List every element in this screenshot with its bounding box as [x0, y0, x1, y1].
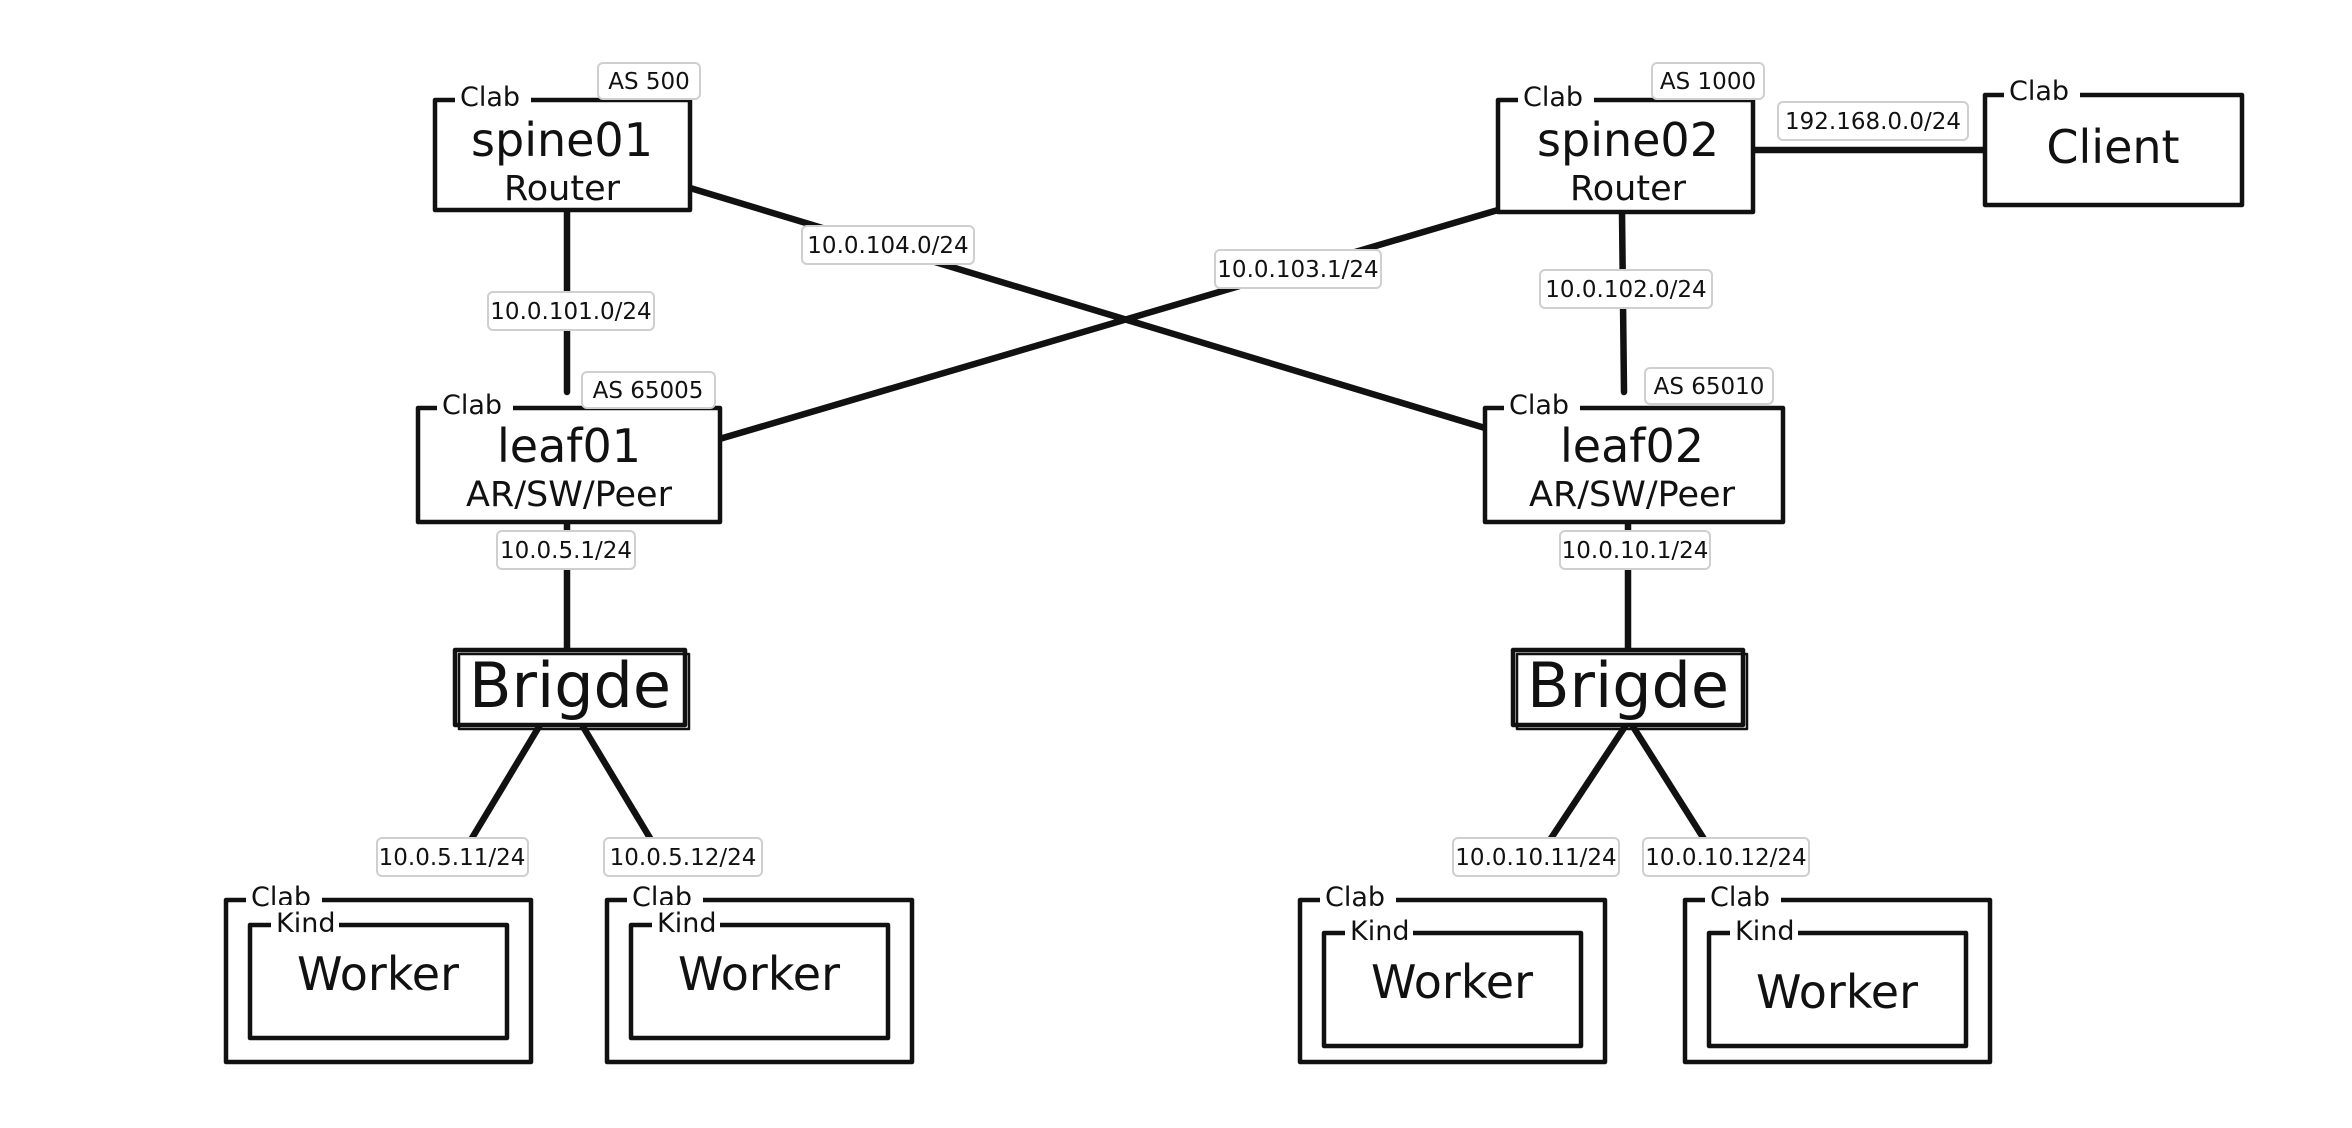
link-bridge-worker4	[1628, 721, 1720, 862]
worker-3-inner-box	[1321, 930, 1584, 1049]
link-bridge-worker2	[578, 721, 666, 862]
leaf01-name: leaf01	[497, 419, 641, 473]
node-bridge-left[interactable]: Brigde	[452, 647, 691, 731]
worker-4-name: Worker	[1756, 965, 1918, 1019]
label-bridge-worker1: 10.0.5.11/24	[376, 837, 529, 877]
client-name: Client	[2046, 120, 2179, 174]
bridge-left-shadow-edge	[457, 652, 691, 731]
leaf02-as-label: AS 65010	[1654, 374, 1765, 400]
node-worker-4[interactable]: Clab Kind Worker	[1682, 878, 1993, 1065]
client-box	[1982, 92, 2245, 208]
node-spine01[interactable]: Clab spine01 Router AS 500	[432, 62, 701, 213]
leaf02-as-badge	[1644, 367, 1774, 405]
node-leaf02[interactable]: Clab leaf02 AR/SW/Peer AS 65010	[1482, 367, 1786, 525]
node-worker-1[interactable]: Clab Kind Worker	[223, 878, 534, 1065]
worker-3-name: Worker	[1371, 955, 1533, 1009]
label-leaf01-bridge-text: 10.0.5.1/24	[500, 538, 632, 564]
worker-3-clab-tag: Clab	[1325, 882, 1385, 913]
leaf02-name: leaf02	[1560, 419, 1704, 473]
label-spine02-leaf01-text: 10.0.103.1/24	[1217, 257, 1378, 283]
leaf01-clab-tag: Clab	[442, 390, 502, 421]
leaf01-role: AR/SW/Peer	[466, 475, 673, 515]
label-spine02-client: 192.168.0.0/24	[1777, 101, 1969, 141]
label-bridge-worker4: 10.0.10.12/24	[1642, 837, 1810, 877]
label-bridge-worker3-text: 10.0.10.11/24	[1455, 845, 1616, 871]
node-worker-3[interactable]: Clab Kind Worker	[1297, 878, 1608, 1065]
label-spine01-leaf01: 10.0.101.0/24	[487, 291, 655, 331]
bridge-right-shadow-edge	[1515, 652, 1749, 731]
label-spine01-leaf01-text: 10.0.101.0/24	[490, 299, 651, 325]
label-bridge-worker3: 10.0.10.11/24	[1452, 837, 1620, 877]
label-leaf01-bridge: 10.0.5.1/24	[496, 530, 636, 570]
label-spine02-leaf01: 10.0.103.1/24	[1214, 249, 1382, 289]
label-spine01-leaf02: 10.0.104.0/24	[801, 225, 975, 265]
spine02-box	[1495, 97, 1756, 215]
label-leaf02-bridge: 10.0.10.1/24	[1559, 530, 1711, 570]
link-bridge-worker3	[1534, 721, 1630, 862]
spine01-as-label: AS 500	[608, 69, 690, 95]
bridge-left-box	[452, 647, 688, 728]
worker-3-kind-tag: Kind	[1350, 916, 1409, 947]
node-bridge-right[interactable]: Brigde	[1510, 647, 1749, 731]
spine01-box	[432, 97, 693, 213]
leaf02-box	[1482, 405, 1786, 525]
label-leaf02-bridge-text: 10.0.10.1/24	[1562, 538, 1709, 564]
worker-4-kind-tag: Kind	[1735, 916, 1794, 947]
worker-1-name: Worker	[297, 947, 459, 1001]
label-bridge-worker1-text: 10.0.5.11/24	[379, 845, 526, 871]
node-spine02[interactable]: Clab spine02 Router AS 1000	[1495, 62, 1765, 215]
worker-4-inner-box	[1706, 930, 1969, 1049]
spine01-name: spine01	[471, 113, 653, 167]
label-bridge-worker2-text: 10.0.5.12/24	[610, 845, 757, 871]
worker-2-kind-tag: Kind	[657, 908, 716, 939]
label-spine02-leaf02: 10.0.102.0/24	[1539, 269, 1713, 309]
label-spine02-client-text: 192.168.0.0/24	[1785, 109, 1961, 135]
spine01-clab-tag: Clab	[460, 82, 520, 113]
spine01-role: Router	[504, 169, 621, 209]
link-spine01-leaf02	[686, 184, 1489, 432]
worker-1-kind-tag: Kind	[276, 908, 335, 939]
link-bridge-worker1	[456, 721, 544, 862]
link-spine02-leaf01	[712, 206, 1502, 444]
spine02-role: Router	[1570, 169, 1687, 209]
node-client[interactable]: Clab Client	[1982, 72, 2245, 208]
label-bridge-worker4-text: 10.0.10.12/24	[1645, 845, 1806, 871]
spine02-clab-tag: Clab	[1523, 82, 1583, 113]
worker-4-clab-tag: Clab	[1710, 882, 1770, 913]
bridge-right-label: Brigde	[1527, 649, 1729, 722]
worker-1-inner-box	[247, 922, 510, 1041]
leaf01-as-label: AS 65005	[593, 378, 704, 404]
spine01-as-badge	[597, 62, 701, 100]
label-bridge-worker2: 10.0.5.12/24	[603, 837, 763, 877]
leaf02-clab-tag: Clab	[1509, 390, 1569, 421]
leaf01-box	[415, 405, 723, 525]
node-leaf01[interactable]: Clab leaf01 AR/SW/Peer AS 65005	[415, 371, 723, 525]
worker-2-name: Worker	[678, 947, 840, 1001]
worker-2-inner-box	[628, 922, 891, 1041]
client-clab-tag: Clab	[2009, 76, 2069, 107]
label-spine02-leaf02-text: 10.0.102.0/24	[1545, 277, 1706, 303]
spine02-as-label: AS 1000	[1660, 69, 1756, 95]
bridge-left-label: Brigde	[469, 649, 671, 722]
link-labels: 10.0.101.0/24 10.0.104.0/24 10.0.103.1/2…	[376, 101, 1969, 877]
bridge-right-box	[1510, 647, 1746, 728]
spine02-as-badge	[1651, 62, 1765, 100]
node-worker-2[interactable]: Clab Kind Worker	[604, 878, 915, 1065]
leaf01-as-badge	[581, 371, 716, 409]
leaf02-role: AR/SW/Peer	[1529, 475, 1736, 515]
label-spine01-leaf02-text: 10.0.104.0/24	[807, 233, 968, 259]
spine02-name: spine02	[1537, 113, 1719, 167]
